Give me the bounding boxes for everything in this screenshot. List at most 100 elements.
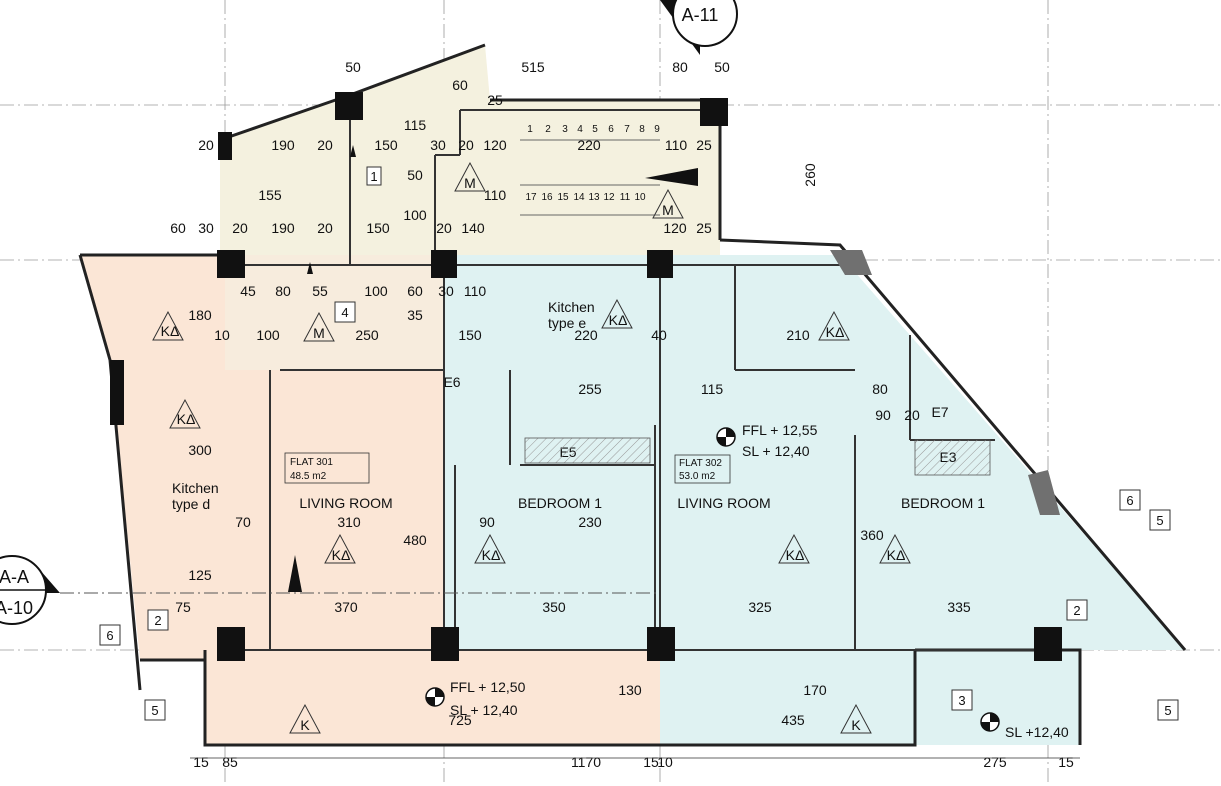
dimension: 190 — [271, 137, 295, 153]
dimension: 100 — [256, 327, 280, 343]
sl-label: SL +12,40 — [1005, 724, 1069, 740]
dimension: 25 — [696, 220, 712, 236]
outer-walls — [78, 43, 1187, 747]
sl-label: SL + 12,40 — [450, 702, 518, 718]
stair-step-number: 5 — [592, 124, 598, 135]
stair-step-number: 6 — [608, 124, 614, 135]
dimension: 140 — [461, 220, 485, 236]
code-m: M — [662, 202, 674, 218]
dimension: 30 — [430, 137, 446, 153]
flat-302-info: FLAT 302 53.0 m2 FFL + 12,55 SL + 12,40 — [674, 422, 818, 484]
columns — [110, 92, 1062, 661]
dimension: 30 — [198, 220, 214, 236]
section-label-top: A-11 — [682, 5, 719, 25]
kitchen-e-label: Kitchen — [548, 299, 595, 315]
dimension: 90 — [479, 514, 495, 530]
dimension: 300 — [188, 442, 212, 458]
level-sl-right: SL +12,40 — [980, 712, 1069, 740]
sl-label: SL + 12,40 — [742, 443, 810, 459]
dimension: 190 — [271, 220, 295, 236]
dimension: 125 — [188, 567, 212, 583]
flat-area: 48.5 m2 — [290, 471, 327, 482]
code-kd: KΔ — [826, 324, 845, 340]
top-dimensions: 50 515 80 50 — [345, 59, 730, 75]
code-k: K — [300, 717, 310, 733]
dimension: 120 — [483, 137, 507, 153]
dimension: 150 — [458, 327, 482, 343]
callout-number: 4 — [341, 305, 348, 320]
flat-301-zone — [80, 255, 660, 745]
dimension: 110 — [484, 187, 507, 203]
dimension: 50 — [714, 59, 730, 75]
callout-number: 5 — [1164, 703, 1171, 718]
room-codes — [152, 161, 911, 734]
dimension: 20 — [198, 137, 214, 153]
stair-step-number: 13 — [588, 192, 600, 203]
dimension: 10 — [214, 327, 230, 343]
code-kd: KΔ — [786, 547, 805, 563]
dimension: 20 — [232, 220, 248, 236]
code-kd: KΔ — [609, 312, 628, 328]
dimension: 45 — [240, 283, 256, 299]
dimension: 25 — [696, 137, 712, 153]
ffl-label: FFL + 12,50 — [450, 679, 526, 695]
dimension: 50 — [407, 167, 423, 183]
dimension: 25 — [487, 92, 503, 108]
dimension: 20 — [904, 407, 920, 423]
dimension: 20 — [458, 137, 474, 153]
section-label-left-bottom: A-10 — [0, 598, 33, 618]
dimension: 35 — [407, 307, 423, 323]
callout-number: 2 — [154, 613, 161, 628]
kitchen-d-label: Kitchen — [172, 480, 219, 496]
dimension: 130 — [618, 682, 642, 698]
dimension: 1170 — [571, 754, 601, 770]
dimension: 15 — [193, 754, 209, 770]
stair-step-number: 12 — [603, 192, 615, 203]
dimension: 55 — [312, 283, 328, 299]
stair-step-number: 14 — [573, 192, 585, 203]
stair-arrow-icon — [645, 168, 698, 186]
small-arrow-icon — [350, 145, 356, 157]
flat-302-zone — [444, 255, 1185, 745]
dimension: 10 — [657, 754, 673, 770]
ffl-label: FFL + 12,55 — [742, 422, 818, 438]
section-label-left-top: A-A — [0, 567, 29, 587]
stair-step-number: 7 — [624, 124, 630, 135]
dimension: 50 — [345, 59, 361, 75]
grey-columns — [830, 250, 1060, 515]
callout-number: 6 — [1126, 493, 1133, 508]
dimension: 155 — [258, 187, 282, 203]
callout-number: 6 — [106, 628, 113, 643]
dimension: 260 — [802, 163, 818, 187]
kitchen-e-type: type e — [548, 315, 586, 331]
callout-number: 5 — [1156, 513, 1163, 528]
dimension: 120 — [663, 220, 687, 236]
dimension: 70 — [235, 514, 251, 530]
dimension: 110 — [665, 137, 688, 153]
storage-hatch — [524, 437, 991, 476]
bottom-dimensions: 15 85 1170 15 10 275 15 — [190, 754, 1080, 770]
dimension: 80 — [872, 381, 888, 397]
code-kd: KΔ — [177, 411, 196, 427]
dimension: 60 — [452, 77, 468, 93]
dimension: 100 — [403, 207, 427, 223]
dimension: 220 — [577, 137, 601, 153]
dimension: 20 — [317, 220, 333, 236]
flat-area: 53.0 m2 — [679, 471, 716, 482]
code-kd: KΔ — [887, 547, 906, 563]
code-e7: E7 — [931, 404, 948, 420]
section-marker-aa: A-A A-10 — [0, 555, 660, 625]
stair-step-number: 9 — [654, 124, 660, 135]
dimension: 515 — [521, 59, 545, 75]
stair-step-number: 15 — [557, 192, 569, 203]
dimension: 30 — [438, 283, 454, 299]
dimension: 335 — [947, 599, 971, 615]
dimension: 350 — [542, 599, 566, 615]
room-name-living-301: LIVING ROOM — [299, 495, 392, 511]
callout-number: 2 — [1073, 603, 1080, 618]
dimension: 170 — [803, 682, 827, 698]
code-m: M — [464, 175, 476, 191]
